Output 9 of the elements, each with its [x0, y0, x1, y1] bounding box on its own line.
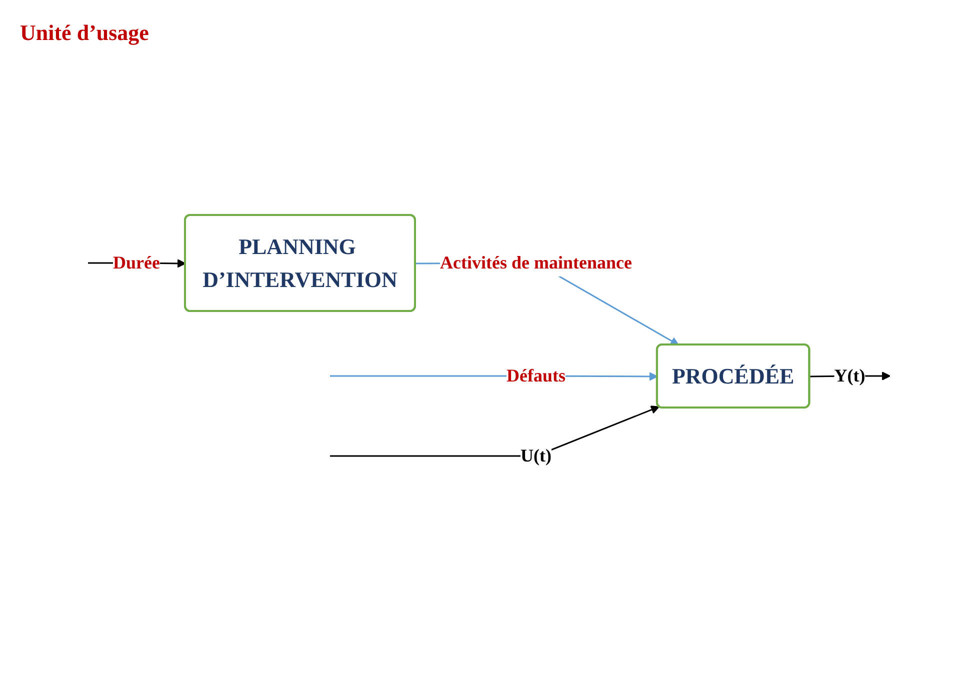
edge-label: U(t)	[520, 442, 552, 470]
input-label: Unité d’usage	[20, 20, 149, 46]
arrow	[330, 406, 660, 457]
edge-label: Activités de maintenance	[440, 250, 632, 276]
edge-label: Y(t)	[834, 362, 866, 390]
edge-label: Durée	[113, 250, 160, 276]
process-box: PLANNING D’INTERVENTION	[184, 214, 416, 312]
process-box: PROCÉDÉE	[656, 344, 811, 408]
edge-label: Défauts	[506, 362, 566, 390]
